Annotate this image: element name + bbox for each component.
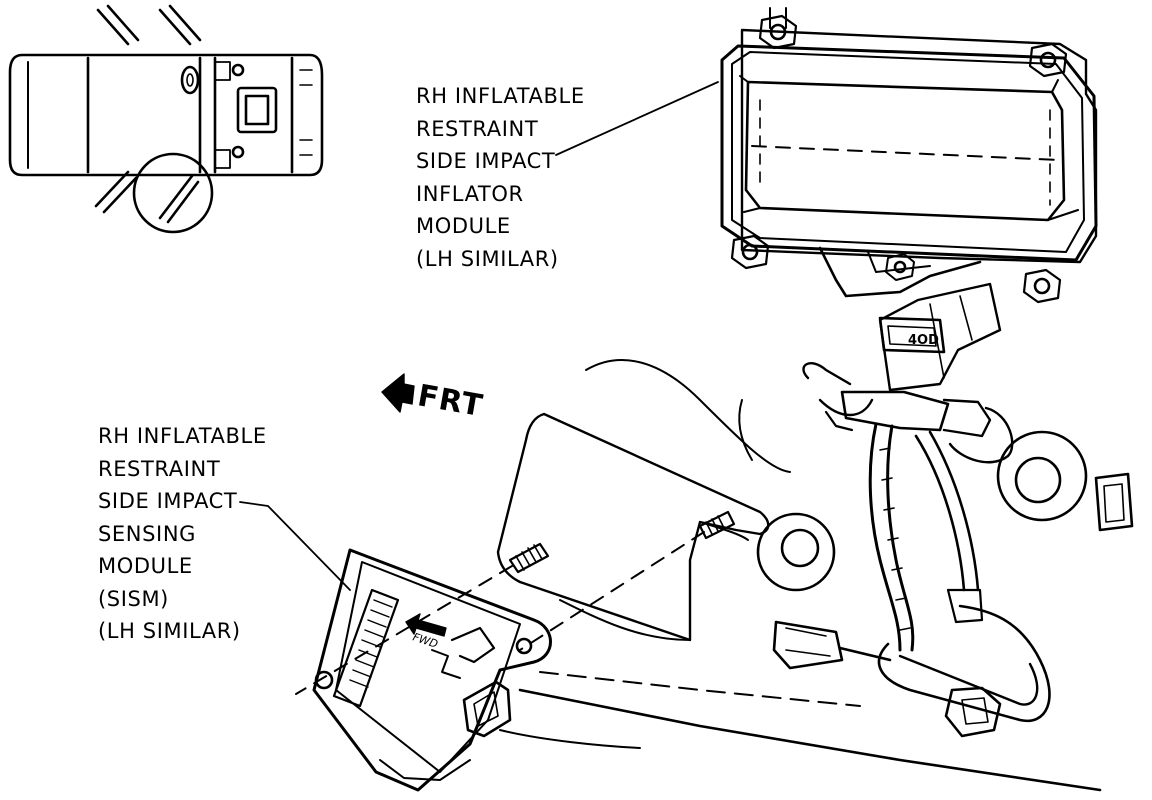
alignment-line bbox=[295, 565, 513, 695]
inflator-label-line: MODULE bbox=[416, 214, 511, 238]
sensor-label-line: SIDE IMPACT bbox=[98, 489, 238, 513]
alignment-line bbox=[539, 671, 861, 707]
inflator-label-line: RH INFLATABLE bbox=[416, 84, 585, 108]
grommet bbox=[756, 512, 836, 592]
inflator-label-line: INFLATOR bbox=[416, 181, 524, 206]
inflator-nut bbox=[1028, 42, 1068, 78]
clip bbox=[1094, 472, 1134, 532]
inflator-connector bbox=[878, 316, 946, 354]
front-direction-arrow-icon bbox=[381, 373, 415, 413]
alignment-line bbox=[519, 531, 705, 651]
inflator-label-line: SIDE IMPACT bbox=[416, 149, 556, 173]
inflator-nut bbox=[885, 253, 915, 281]
wiring-harness bbox=[772, 362, 1051, 738]
grommet bbox=[996, 430, 1088, 522]
sensor-label-line: RH INFLATABLE bbox=[98, 424, 267, 448]
inflator-nut bbox=[730, 234, 770, 270]
vehicle-top-view bbox=[8, 4, 324, 234]
inflator-nut bbox=[758, 7, 798, 50]
inflator-module bbox=[720, 7, 1098, 392]
inflator-nut bbox=[1022, 268, 1062, 304]
sensor-label-line: (LH SIMILAR) bbox=[98, 619, 241, 643]
inflator-leader-line bbox=[555, 81, 719, 156]
inflator-label-line: RESTRAINT bbox=[416, 116, 539, 141]
sensing-module bbox=[312, 548, 552, 792]
connector-text: 4OD bbox=[908, 333, 939, 348]
sensing-module-label: RH INFLATABLE RESTRAINT SIDE IMPACT SENS… bbox=[98, 420, 267, 648]
mounting-stud bbox=[698, 510, 736, 540]
inflator-module-label: RH INFLATABLE RESTRAINT SIDE IMPACT INFL… bbox=[416, 80, 585, 275]
body-panel bbox=[496, 359, 1102, 792]
mounting-stud bbox=[508, 542, 550, 574]
sensor-label-line: RESTRAINT bbox=[98, 456, 221, 481]
sensor-label-line: MODULE bbox=[98, 554, 193, 578]
sensor-label-line: (SISM) bbox=[98, 586, 169, 611]
sensor-label-line: SENSING bbox=[98, 521, 197, 546]
inflator-label-line: (LH SIMILAR) bbox=[416, 246, 559, 271]
sensor-leader-line bbox=[239, 501, 351, 591]
